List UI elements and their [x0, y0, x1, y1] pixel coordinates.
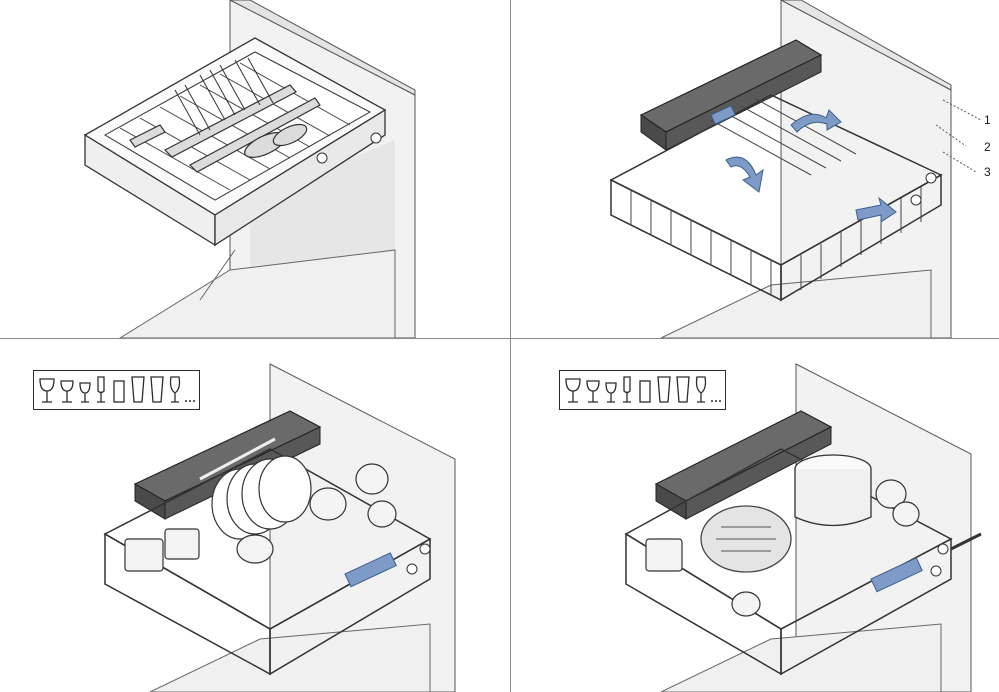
tulip-glass-icon: [169, 376, 181, 403]
glassware-legend: [33, 370, 200, 410]
panel-basket-loaded-pots: [511, 339, 999, 692]
glass-icons: [565, 376, 721, 403]
tall-glass-icon: [131, 376, 145, 403]
pint-glass-icon: [676, 376, 690, 403]
vertical-divider: [510, 0, 511, 692]
loaded-basket-plates-illustration: [103, 363, 456, 692]
more-dots-icon: [711, 400, 721, 402]
loaded-basket-pots-illustration: [624, 363, 982, 692]
tumbler-icon: [113, 380, 125, 403]
flute-icon: [97, 376, 105, 403]
small-glass-icon: [605, 382, 617, 403]
callout-1: 1: [984, 113, 991, 127]
callout-2: 2: [984, 140, 991, 154]
callout-3: 3: [984, 165, 991, 179]
wine-glass-icon: [39, 378, 55, 403]
panel-basket-loaded-plates: [0, 339, 510, 692]
goblet-icon: [60, 380, 74, 403]
horizontal-divider: [0, 338, 999, 339]
panel-cutlery-drawer: [0, 0, 510, 338]
more-dots-icon: [185, 400, 195, 402]
flute-icon: [623, 376, 631, 403]
tulip-glass-icon: [695, 376, 707, 403]
wine-glass-icon: [565, 378, 581, 403]
pint-glass-icon: [150, 376, 164, 403]
goblet-icon: [586, 380, 600, 403]
glass-icons: [39, 376, 195, 403]
panel-upper-basket-adjust: 1 2 3: [511, 0, 999, 338]
glassware-legend: [559, 370, 726, 410]
upper-basket-illustration: [609, 0, 982, 338]
tumbler-icon: [639, 380, 651, 403]
tall-glass-icon: [657, 376, 671, 403]
small-glass-icon: [79, 382, 91, 403]
cutlery-drawer-illustration: [83, 0, 416, 338]
